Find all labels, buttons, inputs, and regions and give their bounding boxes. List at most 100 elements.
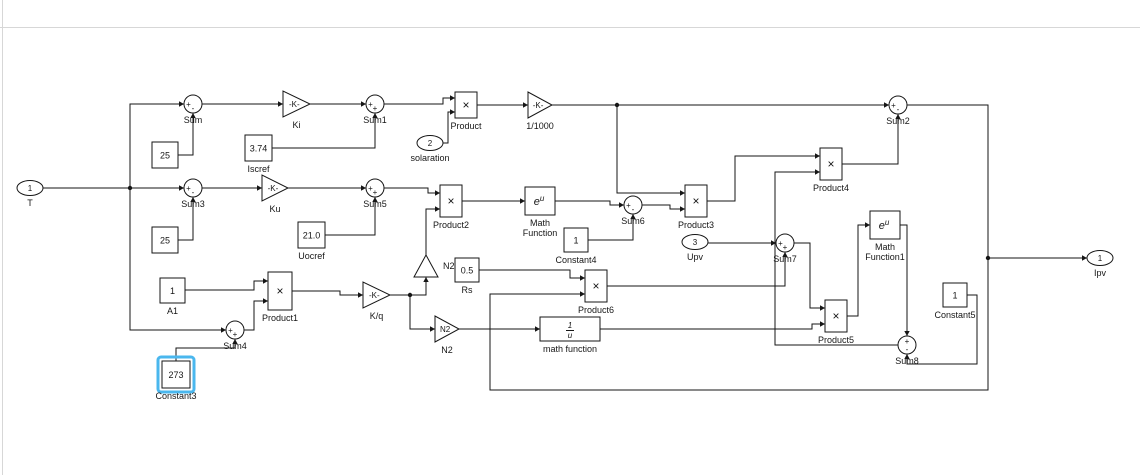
wire[interactable] (43, 185, 184, 191)
wire[interactable] (489, 258, 989, 391)
block-ku[interactable]: -K-Ku (261, 174, 290, 214)
block-product5[interactable]: ×Product5 (818, 299, 854, 345)
wire-line[interactable] (600, 323, 825, 330)
wire-line[interactable] (410, 277, 427, 296)
block-product2[interactable]: ×Product2 (433, 184, 469, 230)
block-a1[interactable]: 1A1 (159, 277, 186, 316)
wire[interactable] (552, 102, 889, 108)
wire-line[interactable] (185, 280, 268, 291)
wire-line[interactable] (479, 269, 585, 279)
block-gain1000[interactable]: -K-1/1000 (526, 91, 554, 131)
block-sum4[interactable]: ++Sum4 (223, 320, 247, 351)
wire[interactable] (292, 290, 363, 298)
block-sum[interactable]: +-Sum (183, 94, 203, 125)
wire-line[interactable] (178, 113, 194, 156)
wire-line[interactable] (907, 104, 989, 258)
wire-line[interactable] (272, 113, 376, 149)
block-product1[interactable]: ×Product1 (262, 271, 298, 323)
wire[interactable] (129, 188, 226, 333)
block-product3[interactable]: ×Product3 (678, 184, 714, 230)
wire-line[interactable] (384, 187, 440, 194)
wire[interactable] (325, 197, 378, 236)
wire-line[interactable] (409, 295, 435, 330)
wire[interactable] (555, 200, 624, 208)
block-sum6[interactable]: +-Sum6 (621, 195, 645, 226)
wire[interactable] (129, 101, 184, 188)
block-constant25b[interactable]: 25 (151, 226, 179, 254)
wire[interactable] (842, 114, 901, 165)
block-sum5[interactable]: ++Sum5 (363, 178, 387, 209)
wire-line[interactable] (616, 105, 685, 194)
wire[interactable] (479, 269, 585, 281)
wire[interactable] (384, 187, 440, 196)
wire[interactable] (202, 101, 283, 107)
wire-line[interactable] (178, 197, 194, 241)
wire[interactable] (708, 240, 776, 246)
wire[interactable] (288, 185, 366, 191)
block-in1[interactable]: 1T (16, 180, 44, 209)
wire-line[interactable] (842, 114, 899, 165)
wire-line[interactable] (425, 208, 440, 255)
block-constant25a[interactable]: 25 (151, 141, 179, 169)
wire-line[interactable] (707, 155, 820, 202)
wire-line[interactable] (642, 204, 685, 210)
wire[interactable] (904, 294, 978, 365)
wire[interactable] (410, 277, 429, 296)
wire[interactable] (607, 252, 788, 287)
wire[interactable] (616, 105, 685, 196)
wire-line[interactable] (325, 197, 376, 236)
wire-line[interactable] (900, 224, 908, 336)
wire[interactable] (384, 95, 455, 105)
wire-line[interactable] (906, 294, 978, 365)
wire-line[interactable] (588, 214, 634, 241)
wire[interactable] (794, 242, 825, 311)
block-sum8[interactable]: +-Sum8 (895, 335, 919, 366)
wire[interactable] (272, 113, 378, 149)
wire[interactable] (707, 153, 820, 202)
wire[interactable] (774, 169, 898, 346)
wire[interactable] (900, 224, 910, 336)
block-kq[interactable]: -K-K/q (362, 281, 392, 321)
wire[interactable] (907, 104, 989, 258)
wire-line[interactable] (794, 242, 825, 309)
wire-line[interactable] (129, 103, 184, 188)
block-sum3[interactable]: +-Sum3 (181, 178, 205, 209)
wire[interactable] (642, 204, 685, 212)
wire[interactable] (244, 298, 268, 331)
wire[interactable] (310, 101, 366, 107)
wire-line[interactable] (774, 171, 898, 346)
wire[interactable] (600, 321, 825, 330)
wire[interactable] (202, 185, 262, 191)
wire[interactable] (477, 102, 528, 108)
block-rs[interactable]: 0.5Rs (454, 257, 480, 295)
block-sum1[interactable]: ++Sum1 (363, 94, 387, 125)
wire[interactable] (175, 339, 238, 361)
wire-line[interactable] (292, 290, 363, 296)
wire-line[interactable] (607, 252, 786, 287)
wire-line[interactable] (847, 224, 870, 317)
wire-line[interactable] (244, 300, 268, 331)
block-ki[interactable]: -K-Ki (282, 90, 312, 130)
wire[interactable] (178, 113, 196, 156)
wire[interactable] (425, 206, 440, 255)
block-n2a[interactable]: N2 (413, 253, 455, 278)
block-product4[interactable]: ×Product4 (813, 147, 849, 193)
wire-line[interactable] (489, 258, 989, 391)
wire[interactable] (178, 197, 196, 241)
wire[interactable] (588, 214, 636, 241)
wire[interactable] (185, 278, 268, 291)
